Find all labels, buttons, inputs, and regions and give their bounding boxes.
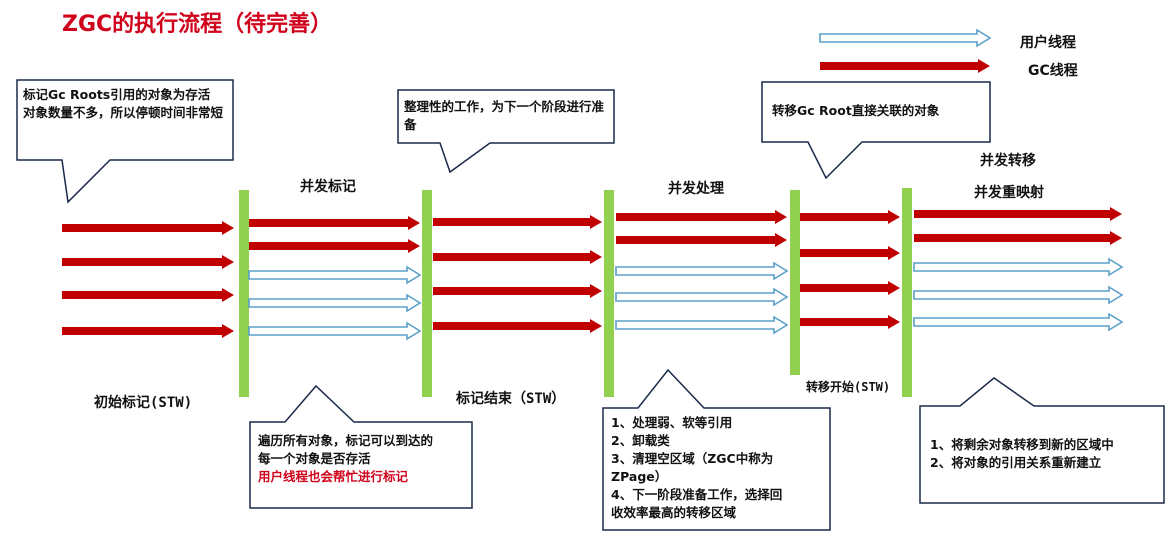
- gc-thread-arrow: [62, 221, 234, 235]
- callout-line: 1、处理弱、软等引用: [611, 415, 733, 430]
- gc-thread-arrow: [800, 246, 900, 260]
- gc-thread-arrow: [62, 324, 234, 338]
- callout-line: 对象数量不多，所以停顿时间非常短: [23, 105, 224, 120]
- callout-line: 4、下一阶段准备工作，选择回: [611, 487, 783, 502]
- callout-traverse: [249, 384, 473, 509]
- user-thread-arrow: [615, 261, 789, 281]
- callout-initial-text: 标记Gc Roots引用的对象为存活 对象数量不多，所以停顿时间非常短: [23, 86, 229, 122]
- callout-line: 2、卸载类: [611, 433, 670, 448]
- gc-thread-arrow: [433, 319, 602, 333]
- callout-line: 整理性的工作，为下一个阶段进行准备: [404, 99, 605, 132]
- pause-initial-mark: 初始标记(STW): [94, 395, 193, 411]
- gc-thread-arrow: [433, 284, 602, 298]
- callout-initial: [16, 79, 234, 204]
- callout-line: 收效率最高的转移区域: [611, 505, 737, 520]
- gc-thread-arrow: [62, 255, 234, 269]
- callout-relocate-text: 1、将剩余对象转移到新的区域中 2、将对象的引用关系重新建立: [930, 436, 1162, 472]
- user-thread-arrow: [248, 265, 422, 285]
- phase-concurrent-mark: 并发标记: [300, 179, 356, 195]
- stw-pause-bar: [239, 190, 249, 397]
- legend-gc-thread-arrow: [820, 59, 990, 73]
- callout-cleanup-text: 整理性的工作，为下一个阶段进行准备: [404, 98, 610, 134]
- gc-thread-arrow: [800, 210, 900, 224]
- callout-line: ZPage）: [611, 469, 668, 484]
- user-thread-arrow: [615, 315, 789, 335]
- callout-line: 1、将剩余对象转移到新的区域中: [930, 437, 1114, 452]
- gc-thread-arrow: [433, 250, 602, 264]
- gc-thread-arrow: [62, 288, 234, 302]
- legend-user-thread-label: 用户线程: [1020, 35, 1076, 51]
- callout-relocate: [919, 377, 1165, 504]
- stw-pause-bar: [604, 190, 614, 397]
- stw-pause-bar: [902, 188, 912, 397]
- user-thread-arrow: [913, 285, 1124, 305]
- callout-line: 2、将对象的引用关系重新建立: [930, 455, 1102, 470]
- callout-process: [602, 368, 831, 531]
- callout-process-text: 1、处理弱、软等引用 2、卸载类 3、清理空区域（ZGC中称为 ZPage） 4…: [611, 414, 825, 522]
- diagram-title: ZGC的执行流程（待完善）: [62, 12, 333, 37]
- gc-thread-arrow: [914, 207, 1122, 221]
- callout-line: 遍历所有对象，标记可以到达的: [258, 433, 434, 448]
- pause-mark-end: 标记结束（STW）: [456, 391, 566, 407]
- callout-line: 转移Gc Root直接关联的对象: [772, 103, 940, 118]
- pause-relocate-start: 转移开始(STW): [806, 380, 891, 394]
- callout-relocate-root: [761, 81, 991, 180]
- legend-user-thread-arrow: [819, 28, 992, 48]
- user-thread-arrow: [615, 287, 789, 307]
- callout-cleanup: [397, 89, 615, 174]
- callout-line-highlight: 用户线程也会帮忙进行标记: [258, 469, 409, 484]
- callout-traverse-text: 遍历所有对象，标记可以到达的 每一个对象是否存活 用户线程也会帮忙进行标记: [258, 432, 468, 486]
- user-thread-arrow: [913, 312, 1124, 332]
- legend-gc-thread-label: GC线程: [1028, 63, 1078, 79]
- gc-thread-arrow: [800, 315, 900, 329]
- gc-thread-arrow: [249, 239, 420, 253]
- gc-thread-arrow: [249, 216, 420, 230]
- phase-concurrent-remap: 并发重映射: [974, 185, 1044, 201]
- gc-thread-arrow: [800, 281, 900, 295]
- gc-thread-arrow: [616, 233, 787, 247]
- gc-thread-arrow: [616, 210, 787, 224]
- callout-line: 每一个对象是否存活: [258, 451, 371, 466]
- user-thread-arrow: [248, 321, 422, 341]
- callout-relocate-root-text: 转移Gc Root直接关联的对象: [772, 102, 984, 120]
- callout-line: 3、清理空区域（ZGC中称为: [611, 451, 774, 466]
- stw-pause-bar: [790, 190, 800, 375]
- gc-thread-arrow: [433, 215, 602, 229]
- phase-concurrent-process: 并发处理: [668, 181, 724, 197]
- callout-line: 标记Gc Roots引用的对象为存活: [23, 87, 211, 102]
- phase-concurrent-relocate: 并发转移: [980, 153, 1036, 169]
- stw-pause-bar: [422, 190, 432, 397]
- gc-thread-arrow: [914, 231, 1122, 245]
- user-thread-arrow: [248, 293, 422, 313]
- user-thread-arrow: [913, 257, 1124, 277]
